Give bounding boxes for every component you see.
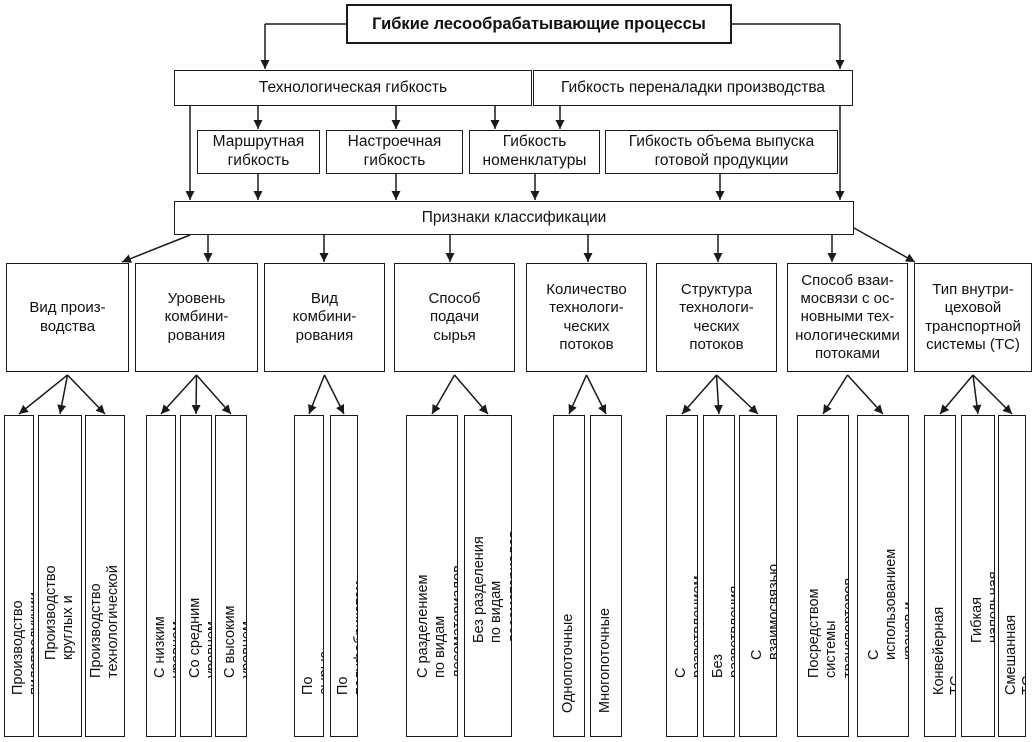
arrow-30 <box>323 374 345 415</box>
leaf-box-6-2: Без разветвления потоков <box>703 415 735 737</box>
leaf-box-1-3: Производство технологической щепы и стру… <box>85 415 125 737</box>
leaf-label: По полуфабрикатам <box>335 580 358 696</box>
leaf-box-2-3: С высоким уровнем комбинирования <box>215 415 247 737</box>
leaf-box-2-2: Со средним уровнем комбинирования <box>180 415 212 737</box>
leaf-label: Без разделения по видам лесоматериалов (… <box>470 530 512 644</box>
leaf-label: Посредством системы транспортеров <box>805 577 849 678</box>
category-box-1: Вид произ- водства <box>6 263 129 372</box>
leaf-label: По сырью <box>300 651 324 696</box>
arrow-40 <box>939 374 974 415</box>
leaf-box-8-3: Смешанная ТС <box>998 415 1026 737</box>
leaf-box-5-2: Многопоточные <box>590 415 622 737</box>
leaf-label: Производство технологической щепы и стру… <box>87 564 125 678</box>
leaf-label: Гибкая напольная или подвесная ТС <box>969 571 995 644</box>
category-box-8: Тип внутри- цеховой транспортной системы… <box>914 263 1032 372</box>
arrow-34 <box>585 374 607 415</box>
arrow-23 <box>18 374 68 415</box>
leaf-box-7-1: Посредством системы транспортеров <box>797 415 849 737</box>
leaf-box-8-1: Конвейерная ТС <box>924 415 956 737</box>
leaf-label: Многопоточные <box>597 607 614 713</box>
setup-flexibility-box: Настроечная гибкость <box>326 130 463 174</box>
arrow-24 <box>57 374 69 415</box>
technological-flexibility-box: Технологическая гибкость <box>174 70 532 106</box>
leaf-box-3-2: По полуфабрикатам <box>330 415 358 737</box>
category-box-5: Количество технологи- ческих потоков <box>526 263 647 372</box>
arrow-29 <box>308 374 326 415</box>
arrow-42 <box>972 374 1013 415</box>
arrow-41 <box>972 374 982 415</box>
leaf-label: С взаимосвязью между потоками <box>749 564 777 661</box>
leaf-label: Однопоточные <box>560 613 577 713</box>
leaf-label: Производство пилопродукции <box>10 592 34 696</box>
leaf-box-2-1: С низким уровнем комбинирования <box>146 415 176 737</box>
route-flexibility-box: Маршрутная гибкость <box>197 130 320 174</box>
arrow-28 <box>195 374 232 415</box>
changeover-flexibility-box: Гибкость переналадки производства <box>533 70 853 106</box>
arrow-38 <box>822 374 849 415</box>
leaf-label: С разделением по видам лесоматериалов <box>414 564 458 678</box>
arrow-39 <box>846 374 884 415</box>
category-box-3: Вид комбини- рования <box>264 263 385 372</box>
leaf-box-6-3: С взаимосвязью между потоками <box>739 415 777 737</box>
arrow-31 <box>431 374 456 415</box>
leaf-box-1-2: Производство круглых и колотых лесоматер… <box>38 415 82 737</box>
category-box-7: Способ взаи- мосвязи с ос- новными тех- … <box>787 263 908 372</box>
leaf-box-4-2: Без разделения по видам лесоматериалов (… <box>464 415 512 737</box>
leaf-label: С использованием кранов и автопогрузчико… <box>865 549 909 661</box>
leaf-box-1-1: Производство пилопродукции <box>4 415 34 737</box>
arrow-25 <box>66 374 106 415</box>
category-box-4: Способ подачи сырья <box>394 263 515 372</box>
leaf-box-4-1: С разделением по видам лесоматериалов <box>406 415 458 737</box>
nomenclature-flexibility-box: Гибкость номенклатуры <box>469 130 600 174</box>
arrow-27 <box>191 374 201 415</box>
arrow-35 <box>681 374 718 415</box>
leaf-box-8-2: Гибкая напольная или подвесная ТС <box>961 415 995 737</box>
leaf-label: Производство круглых и колотых лесоматер… <box>42 565 82 661</box>
arrow-15 <box>121 234 191 263</box>
leaf-label: Без разветвления потоков <box>710 585 735 678</box>
leaf-label: Со средним уровнем комбинирования <box>187 597 212 678</box>
arrow-37 <box>715 374 759 415</box>
arrow-32 <box>453 374 489 415</box>
leaf-label: С разветвлением потоков <box>673 575 698 678</box>
category-box-2: Уровень комбини- рования <box>135 263 258 372</box>
arrow-36 <box>713 374 723 415</box>
title-box: Гибкие лесообрабатывающие процессы <box>346 4 732 44</box>
arrow-33 <box>568 374 588 415</box>
volume-flexibility-box: Гибкость объема выпуска готовой продукци… <box>605 130 838 174</box>
leaf-box-7-2: С использованием кранов и автопогрузчико… <box>857 415 909 737</box>
leaf-label: Конвейерная ТС <box>931 606 956 696</box>
category-box-6: Структура технологи- ческих потоков <box>656 263 777 372</box>
classification-box: Признаки классификации <box>174 201 854 235</box>
arrow-22 <box>853 227 916 263</box>
leaf-label: С низким уровнем комбинирования <box>152 616 176 678</box>
leaf-box-3-1: По сырью <box>294 415 324 737</box>
leaf-label: С высоким уровнем комбинирования <box>222 605 247 678</box>
leaf-label: Смешанная ТС <box>1003 615 1026 696</box>
arrow-26 <box>160 374 198 415</box>
leaf-box-6-1: С разветвлением потоков <box>666 415 698 737</box>
leaf-box-5-1: Однопоточные <box>553 415 585 737</box>
